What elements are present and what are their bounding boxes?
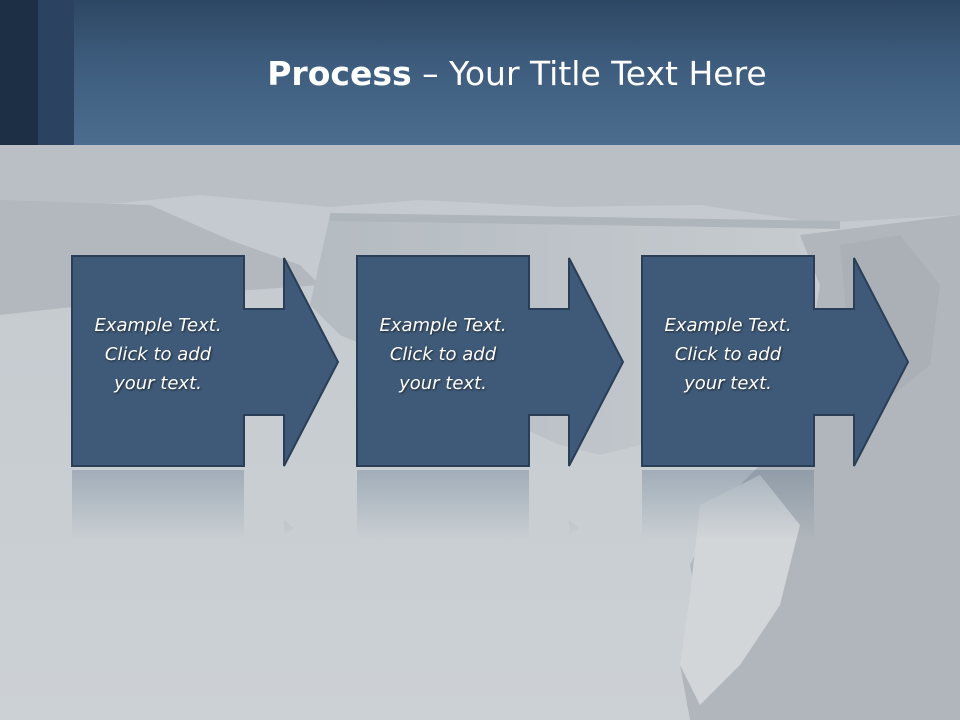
title-rest-text: – Your Title Text Here xyxy=(411,54,767,93)
step-reflection xyxy=(72,470,294,540)
right-arrow-icon xyxy=(356,255,625,467)
slide-title[interactable]: Process – Your Title Text Here xyxy=(74,50,960,98)
step-text[interactable]: Example Text. Click to add your text. xyxy=(379,315,507,394)
title-bold-text: Process xyxy=(267,54,412,93)
right-arrow-icon xyxy=(641,255,910,467)
header-accent-strip xyxy=(0,0,38,145)
process-step-1[interactable]: Example Text. Click to add your text. xyxy=(71,255,352,468)
step-reflection xyxy=(642,470,814,540)
right-arrow-icon xyxy=(71,255,340,467)
step-text[interactable]: Example Text. Click to add your text. xyxy=(94,315,222,394)
step-reflection xyxy=(357,470,579,540)
header-accent-strip xyxy=(38,0,74,145)
process-step-2[interactable]: Example Text. Click to add your text. xyxy=(356,255,637,468)
process-step-3[interactable]: Example Text. Click to add your text. xyxy=(641,255,922,468)
step-text[interactable]: Example Text. Click to add your text. xyxy=(664,315,792,394)
header-bar: Process – Your Title Text Here xyxy=(0,0,960,145)
